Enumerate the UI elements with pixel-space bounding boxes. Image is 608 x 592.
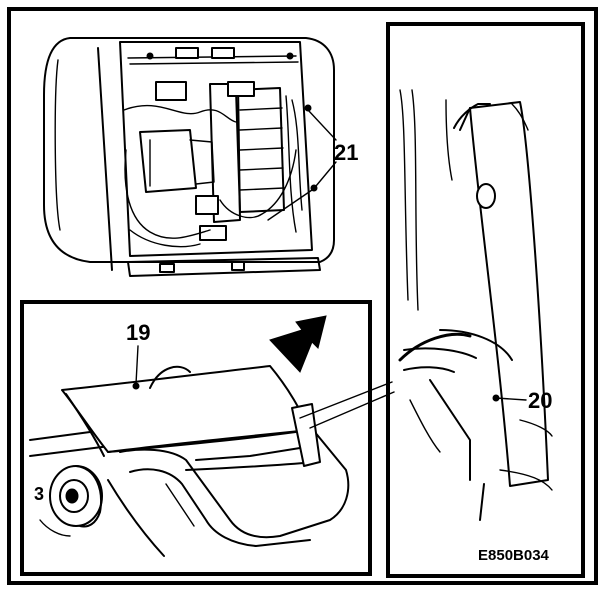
callout-19: 19 xyxy=(126,320,150,345)
right-panel-border xyxy=(386,22,585,578)
callout-21: 21 xyxy=(334,140,358,165)
inset-view-cover xyxy=(20,300,395,576)
callout-20: 20 xyxy=(528,388,552,413)
figure-code: E850B034 xyxy=(478,547,550,564)
right-view-frame xyxy=(386,22,585,578)
top-view-seat-underside xyxy=(43,37,337,277)
callout-3: 3 xyxy=(34,484,44,504)
direction-arrow-icon xyxy=(269,315,327,373)
